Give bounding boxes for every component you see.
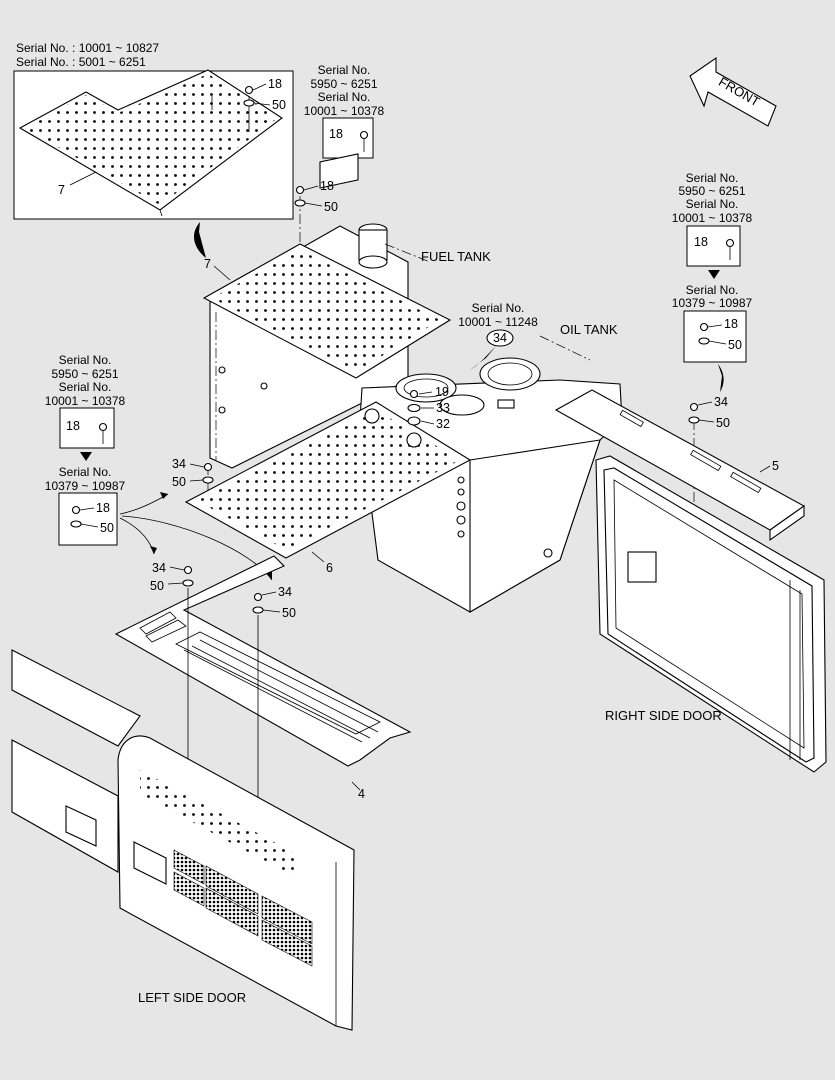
callout-34: 34 bbox=[152, 561, 166, 575]
fuel-tank-label: FUEL TANK bbox=[421, 249, 491, 264]
right-side-door-label: RIGHT SIDE DOOR bbox=[605, 708, 722, 723]
washer-icon bbox=[407, 403, 421, 413]
callout-4: 4 bbox=[358, 787, 365, 801]
svg-text:Serial No.: Serial No. bbox=[59, 465, 112, 479]
washer-icon bbox=[70, 520, 82, 528]
svg-text:50: 50 bbox=[728, 338, 742, 352]
callout-34: 34 bbox=[714, 395, 728, 409]
washer-icon bbox=[294, 199, 306, 207]
bolt-icon bbox=[253, 592, 263, 602]
washer-icon bbox=[243, 99, 255, 107]
washer-icon bbox=[182, 579, 194, 587]
bolt-icon bbox=[689, 402, 699, 412]
washer-icon bbox=[688, 416, 700, 424]
callout-34: 34 bbox=[278, 585, 292, 599]
pointer-arrow bbox=[193, 222, 206, 258]
bolt-icon bbox=[183, 565, 193, 575]
plate-6: 6 bbox=[184, 401, 472, 575]
right-serial-boxes: Serial No. 5950 ~ 6251 Serial No. 10001 … bbox=[672, 171, 753, 392]
callout-50: 50 bbox=[150, 579, 164, 593]
inset-panel: Serial No. : 10001 ~ 10827 Serial No. : … bbox=[13, 41, 294, 220]
bolt-icon bbox=[725, 238, 735, 248]
svg-text:10001 ~ 10378: 10001 ~ 10378 bbox=[304, 104, 385, 118]
svg-text:5950 ~ 6251: 5950 ~ 6251 bbox=[51, 367, 118, 381]
callout-50: 50 bbox=[282, 606, 296, 620]
inset-serial-2: Serial No. : 5001 ~ 6251 bbox=[16, 55, 146, 69]
bolt-icon bbox=[699, 322, 709, 332]
svg-text:Serial No.: Serial No. bbox=[59, 380, 112, 394]
svg-text:Serial No.: Serial No. bbox=[318, 90, 371, 104]
washer-icon bbox=[698, 337, 710, 345]
svg-text:5950 ~ 6251: 5950 ~ 6251 bbox=[310, 77, 377, 91]
left-serial-boxes: Serial No. 5950 ~ 6251 Serial No. 10001 … bbox=[45, 353, 126, 546]
plate-4: 4 bbox=[114, 555, 412, 801]
callout-50: 50 bbox=[716, 416, 730, 430]
callout-7: 7 bbox=[204, 257, 211, 271]
callout-50: 50 bbox=[272, 98, 286, 112]
bolt-icon bbox=[98, 422, 108, 432]
svg-text:Serial No.: Serial No. bbox=[318, 63, 371, 77]
callout-50: 50 bbox=[172, 475, 186, 489]
oil-serial-line: Serial No. bbox=[472, 301, 525, 315]
bolt-icon bbox=[203, 462, 213, 472]
inset-plate-holes bbox=[24, 74, 278, 205]
left-side-door: LEFT SIDE DOOR bbox=[11, 649, 355, 1031]
svg-text:50: 50 bbox=[100, 521, 114, 535]
svg-text:Serial No.: Serial No. bbox=[686, 197, 739, 211]
bolt-icon bbox=[71, 505, 81, 515]
svg-text:Serial No.: Serial No. bbox=[59, 353, 112, 367]
left-side-door-label: LEFT SIDE DOOR bbox=[138, 990, 246, 1005]
bolt-icon bbox=[295, 185, 305, 195]
callout-6: 6 bbox=[326, 561, 333, 575]
callout-18: 18 bbox=[329, 127, 343, 141]
callout-34: 34 bbox=[493, 331, 507, 345]
callout-7: 7 bbox=[58, 183, 65, 197]
oil-serial-range: 10001 ~ 11248 bbox=[458, 315, 538, 329]
bolt-icon bbox=[244, 85, 254, 95]
callout-18: 18 bbox=[320, 179, 334, 193]
callout-18: 18 bbox=[268, 77, 282, 91]
svg-text:18: 18 bbox=[724, 317, 738, 331]
callout-circle bbox=[486, 329, 514, 347]
plate-7: 7 bbox=[202, 243, 452, 379]
top-serial-box: Serial No. 5950 ~ 6251 Serial No. 10001 … bbox=[304, 63, 385, 186]
svg-text:18: 18 bbox=[694, 235, 708, 249]
front-arrow: FRONT bbox=[689, 56, 777, 127]
callout-19: 19 bbox=[435, 385, 449, 399]
svg-text:10379 ~ 10987: 10379 ~ 10987 bbox=[672, 296, 753, 310]
svg-text:10379 ~ 10987: 10379 ~ 10987 bbox=[45, 479, 126, 493]
svg-text:18: 18 bbox=[96, 501, 110, 515]
svg-text:Serial No.: Serial No. bbox=[686, 171, 739, 185]
svg-text:5950 ~ 6251: 5950 ~ 6251 bbox=[678, 184, 745, 198]
bracket-5: 5 bbox=[554, 389, 806, 542]
callout-33: 33 bbox=[436, 401, 450, 415]
bolt-icon bbox=[359, 130, 369, 140]
callout-32: 32 bbox=[436, 417, 450, 431]
grommet-icon bbox=[407, 416, 421, 426]
callout-50: 50 bbox=[324, 200, 338, 214]
bolt-icon bbox=[409, 389, 419, 399]
washer-icon bbox=[252, 606, 264, 614]
svg-text:Serial No.: Serial No. bbox=[686, 283, 739, 297]
svg-text:18: 18 bbox=[66, 419, 80, 433]
washer-icon bbox=[202, 476, 214, 484]
oil-tank-label: OIL TANK bbox=[560, 322, 618, 337]
callout-5: 5 bbox=[772, 459, 779, 473]
inset-serial-1: Serial No. : 10001 ~ 10827 bbox=[16, 41, 159, 55]
svg-text:10001 ~ 10378: 10001 ~ 10378 bbox=[45, 394, 126, 408]
callout-34: 34 bbox=[172, 457, 186, 471]
svg-text:10001 ~ 10378: 10001 ~ 10378 bbox=[672, 211, 753, 225]
right-side-door: RIGHT SIDE DOOR bbox=[595, 455, 827, 773]
